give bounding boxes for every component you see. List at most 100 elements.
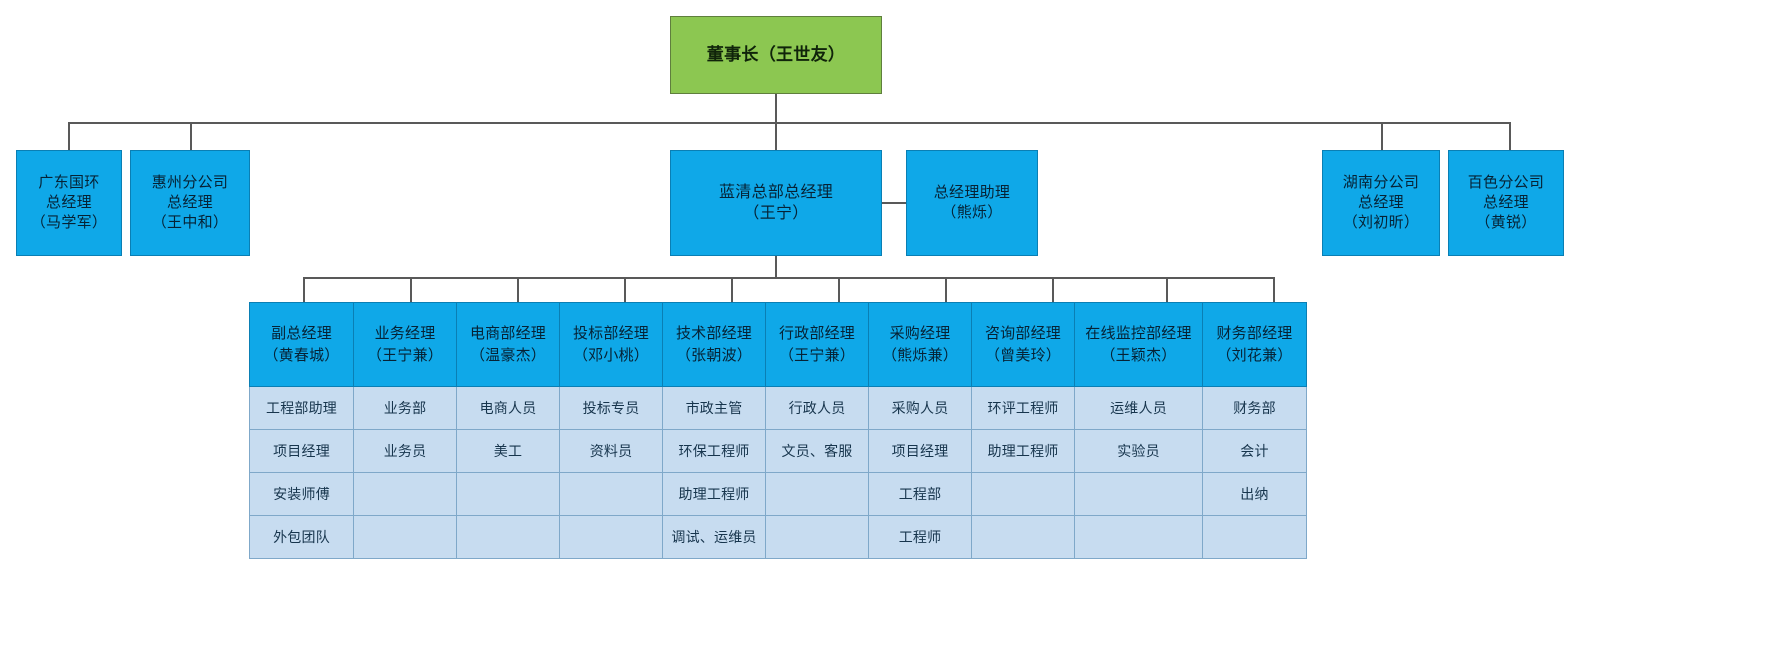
department-staff-cell[interactable]: 助理工程师	[971, 429, 1075, 473]
department-header-1[interactable]: 副总经理 （黄春城）	[249, 302, 354, 387]
department-staff-cell	[353, 515, 457, 559]
department-staff-cell[interactable]: 安装师傅	[249, 472, 354, 516]
connector-drop-guangdong	[68, 122, 70, 150]
department-header-name: （黄春城）	[263, 346, 340, 364]
node-hunan-gm[interactable]: 湖南分公司 总经理 （刘初昕）	[1322, 150, 1440, 256]
department-staff-cell[interactable]: 工程部	[868, 472, 972, 516]
department-staff-cell[interactable]: 业务员	[353, 429, 457, 473]
connector-drop-dept-4	[624, 277, 626, 302]
department-staff-row: 项目经理业务员美工资料员环保工程师文员、客服项目经理助理工程师实验员会计	[249, 429, 1307, 473]
department-header-row: 副总经理（黄春城）业务经理（王宁兼）电商部经理（温豪杰）投标部经理（邓小桃）技术…	[249, 302, 1307, 387]
department-header-6[interactable]: 行政部经理 （王宁兼）	[765, 302, 869, 387]
connector-level2-bus	[68, 122, 1510, 124]
department-header-title: 行政部经理	[778, 324, 855, 342]
department-staff-cell[interactable]: 项目经理	[868, 429, 972, 473]
department-staff-cell[interactable]: 美工	[456, 429, 560, 473]
department-staff-cell[interactable]: 助理工程师	[662, 472, 766, 516]
department-staff-cell[interactable]: 电商人员	[456, 386, 560, 430]
connector-drop-dept-10	[1273, 277, 1275, 302]
department-staff-cell	[1074, 472, 1203, 516]
node-baise-gm[interactable]: 百色分公司 总经理 （黄锐）	[1448, 150, 1564, 256]
department-header-name: （刘花兼）	[1216, 346, 1293, 364]
department-header-title: 业务经理	[374, 324, 436, 342]
department-staff-cell	[1074, 515, 1203, 559]
department-staff-cell	[765, 515, 869, 559]
department-staff-row: 工程部助理业务部电商人员投标专员市政主管行政人员采购人员环评工程师运维人员财务部	[249, 386, 1307, 430]
department-header-title: 副总经理	[271, 324, 332, 342]
department-staff-cell	[456, 515, 560, 559]
department-header-3[interactable]: 电商部经理（温豪杰）	[456, 302, 560, 387]
department-staff-cell[interactable]: 财务部	[1202, 386, 1307, 430]
department-staff-cell[interactable]: 运维人员	[1074, 386, 1203, 430]
department-header-title: 采购经理	[889, 324, 951, 342]
department-header-2[interactable]: 业务经理（王宁兼）	[353, 302, 457, 387]
guangdong-gm-line3: （马学军）	[30, 213, 108, 231]
connector-dept-bus	[303, 277, 1273, 279]
node-huizhou-gm[interactable]: 惠州分公司 总经理 （王中和）	[130, 150, 250, 256]
chairman-label: 董事长（王世友）	[706, 44, 846, 64]
connector-drop-dept-8	[1052, 277, 1054, 302]
department-header-5[interactable]: 技术部经理（张朝波）	[662, 302, 766, 387]
department-header-row-group: 副总经理（黄春城）业务经理（王宁兼）电商部经理（温豪杰）投标部经理（邓小桃）技术…	[249, 302, 1307, 387]
node-gm-assistant[interactable]: 总经理助理 （熊烁）	[906, 150, 1038, 256]
department-staff-cell[interactable]: 投标专员	[559, 386, 663, 430]
department-header-9[interactable]: 在线监控部经理 （王颖杰）	[1074, 302, 1203, 387]
connector-drop-dept-2	[410, 277, 412, 302]
department-header-name: （王宁兼）	[778, 346, 855, 364]
department-staff-cell[interactable]: 市政主管	[662, 386, 766, 430]
node-chairman[interactable]: 董事长（王世友）	[670, 16, 882, 94]
department-staff-cell[interactable]: 资料员	[559, 429, 663, 473]
huizhou-gm-line1: 惠州分公司	[151, 174, 229, 192]
department-header-title: 在线监控部经理	[1085, 324, 1192, 342]
connector-chairman-down	[775, 94, 777, 123]
department-header-title: 财务部经理	[1216, 324, 1293, 342]
department-header-title: 投标部经理	[572, 324, 649, 342]
department-staff-cell[interactable]: 工程部助理	[249, 386, 354, 430]
department-header-10[interactable]: 财务部经理 （刘花兼）	[1202, 302, 1307, 387]
department-staff-cell[interactable]: 采购人员	[868, 386, 972, 430]
connector-drop-dept-5	[731, 277, 733, 302]
department-staff-cell	[765, 472, 869, 516]
department-staff-cell	[1202, 515, 1307, 559]
department-staff-cell[interactable]: 实验员	[1074, 429, 1203, 473]
department-header-8[interactable]: 咨询部经理（曾美玲）	[971, 302, 1075, 387]
department-staff-cell	[353, 472, 457, 516]
department-staff-cell[interactable]: 工程师	[868, 515, 972, 559]
department-staff-cell[interactable]: 会计	[1202, 429, 1307, 473]
lanqing-gm-line2: （王宁）	[743, 205, 809, 222]
department-staff-cell[interactable]: 环保工程师	[662, 429, 766, 473]
department-staff-cell[interactable]: 业务部	[353, 386, 457, 430]
department-header-title: 技术部经理	[675, 324, 752, 342]
guangdong-gm-line1: 广东国环	[38, 174, 100, 192]
department-header-7[interactable]: 采购经理 （熊烁兼）	[868, 302, 972, 387]
department-staff-cell[interactable]: 调试、运维员	[662, 515, 766, 559]
connector-drop-dept-1	[303, 277, 305, 302]
node-lanqing-gm[interactable]: 蓝清总部总经理 （王宁）	[670, 150, 882, 256]
department-header-name: （王颖杰）	[1100, 346, 1177, 364]
department-staff-cell[interactable]: 环评工程师	[971, 386, 1075, 430]
department-header-name: （邓小桃）	[572, 346, 649, 364]
gm-assistant-line1: 总经理助理	[933, 184, 1011, 202]
department-staff-cell[interactable]: 项目经理	[249, 429, 354, 473]
department-header-4[interactable]: 投标部经理 （邓小桃）	[559, 302, 663, 387]
connector-drop-dept-3	[517, 277, 519, 302]
guangdong-gm-line2: 总经理	[46, 194, 92, 212]
connector-drop-dept-6	[838, 277, 840, 302]
connector-drop-baise	[1509, 122, 1511, 150]
department-staff-cell[interactable]: 出纳	[1202, 472, 1307, 516]
department-staff-cell	[971, 515, 1075, 559]
department-header-name: （熊烁兼）	[881, 346, 958, 364]
baise-gm-line1: 百色分公司	[1467, 174, 1545, 192]
department-staff-cell	[456, 472, 560, 516]
connector-drop-dept-7	[945, 277, 947, 302]
connector-lanqing-down	[775, 256, 777, 278]
department-matrix: 副总经理（黄春城）业务经理（王宁兼）电商部经理（温豪杰）投标部经理（邓小桃）技术…	[249, 302, 1307, 559]
baise-gm-line2: 总经理	[1483, 194, 1529, 212]
department-staff-cell[interactable]: 外包团队	[249, 515, 354, 559]
node-guangdong-gm[interactable]: 广东国环 总经理 （马学军）	[16, 150, 122, 256]
department-staff-cell[interactable]: 文员、客服	[765, 429, 869, 473]
department-staff-cell[interactable]: 行政人员	[765, 386, 869, 430]
lanqing-gm-line1: 蓝清总部总经理	[718, 183, 834, 201]
hunan-gm-line3: （刘初昕）	[1342, 213, 1420, 231]
hunan-gm-line1: 湖南分公司	[1342, 174, 1420, 192]
